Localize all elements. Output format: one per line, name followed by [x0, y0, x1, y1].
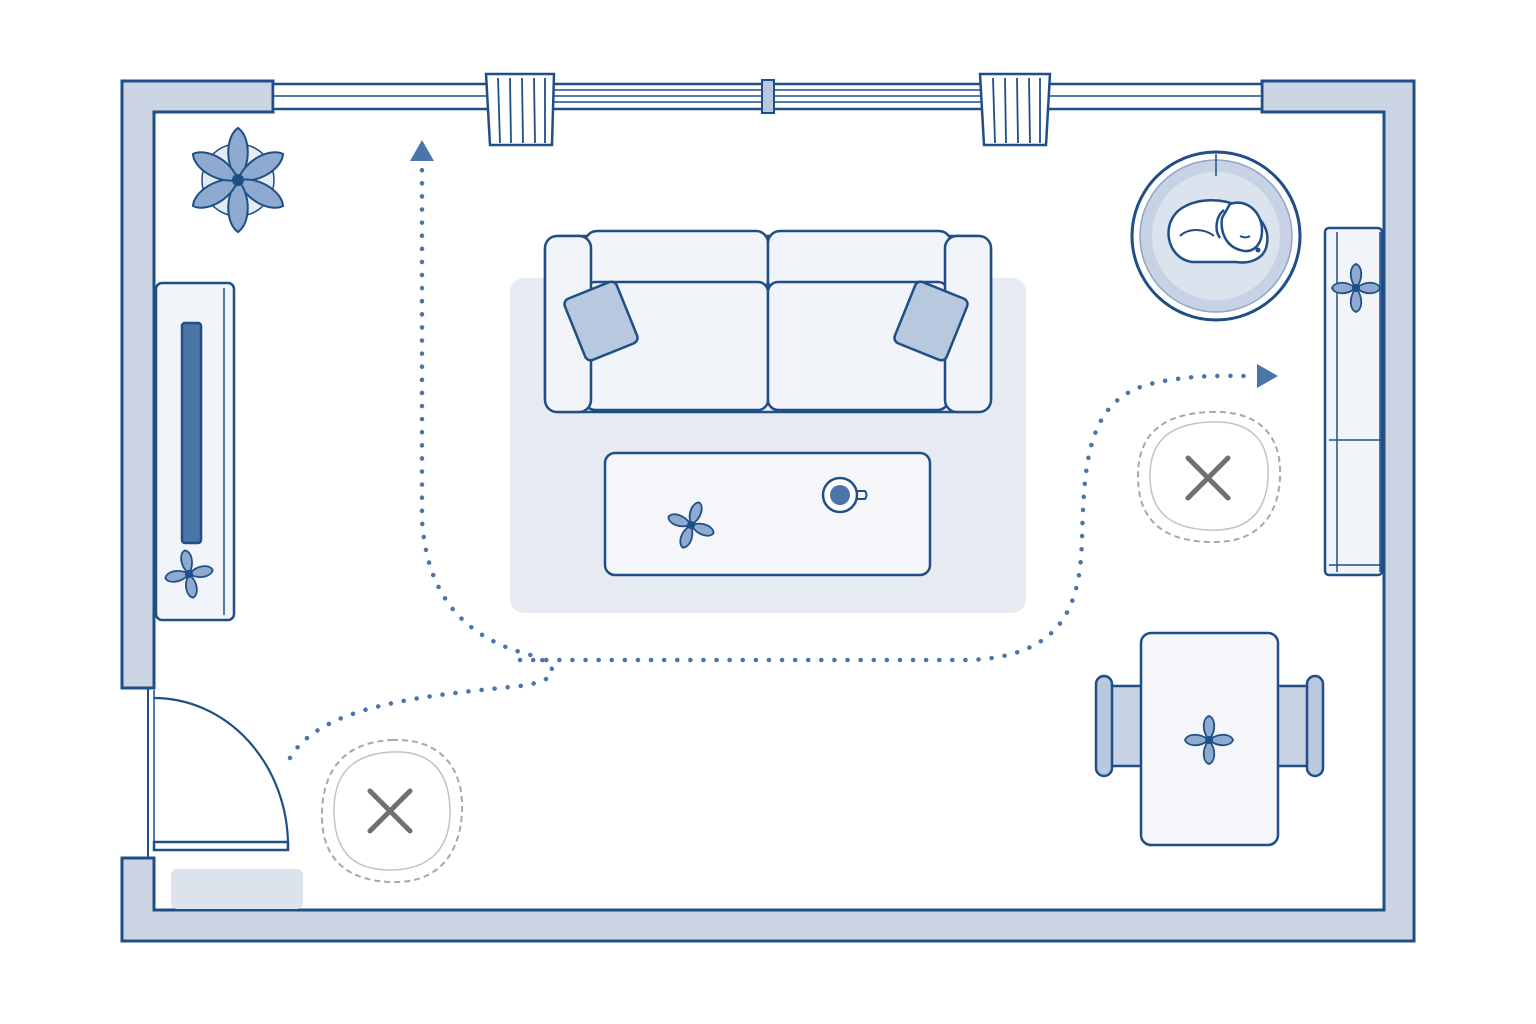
sofa-cushion-right: [893, 280, 969, 362]
small-plant-icon: [1331, 263, 1381, 313]
tv-screen: [180, 321, 203, 545]
sofa-cushion-left: [563, 280, 639, 362]
wall-top-right: [120, 79, 1416, 943]
coffee-mug-icon: [821, 476, 868, 514]
dining-chair-right[interactable]: [1268, 674, 1325, 778]
path-to-right: [517, 373, 1255, 663]
arrowhead-icon: [410, 140, 434, 161]
doormat: [171, 869, 303, 909]
sleeping-dog-icon: [1167, 199, 1269, 264]
x-mark-icon: [367, 788, 413, 834]
coffee-table[interactable]: [603, 451, 932, 577]
walls: [120, 79, 1416, 943]
wall-top-left: [120, 79, 275, 690]
curtain-right: [978, 72, 1052, 147]
door[interactable]: [147, 688, 290, 858]
small-plant-icon: [1184, 715, 1234, 765]
window: [271, 79, 1264, 114]
walking-path: [287, 163, 1255, 761]
dining-chair-left[interactable]: [1094, 674, 1151, 778]
small-plant-icon: [160, 545, 218, 603]
arrowhead-icon: [1257, 364, 1278, 388]
large-potted-plant-icon: [187, 127, 289, 233]
curtain-left: [484, 72, 556, 147]
sofa[interactable]: [543, 229, 993, 414]
x-mark-icon: [1185, 455, 1231, 501]
blocked-zone-left: [320, 738, 464, 884]
small-plant-icon: [659, 493, 723, 557]
blocked-zone-right: [1136, 410, 1282, 544]
